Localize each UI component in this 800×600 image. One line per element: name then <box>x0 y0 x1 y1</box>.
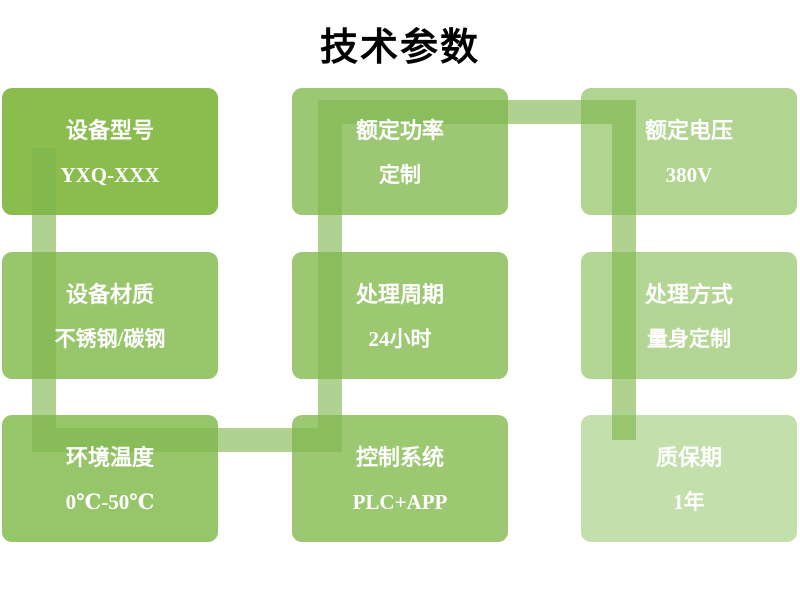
card-processing-cycle: 处理周期 24小时 <box>292 252 508 379</box>
card-ambient-temperature: 环境温度 0℃-50℃ <box>2 415 218 542</box>
card-value: 不锈钢/碳钢 <box>54 327 166 351</box>
card-label: 质保期 <box>655 445 722 470</box>
snake-connector-left-vertical <box>32 148 56 428</box>
card-value: PLC+APP <box>352 490 448 514</box>
snake-connector-bottom-horizontal <box>32 428 342 452</box>
card-rated-voltage: 额定电压 380V <box>581 88 797 215</box>
card-label: 控制系统 <box>355 445 444 470</box>
slide-title: 技术参数 <box>319 27 480 69</box>
card-warranty-period: 质保期 1年 <box>581 415 797 542</box>
card-processing-method: 处理方式 量身定制 <box>581 252 797 379</box>
card-label: 环境温度 <box>65 445 154 470</box>
card-value: 0℃-50℃ <box>65 490 155 514</box>
card-label: 处理方式 <box>644 282 733 307</box>
card-device-model: 设备型号 YXQ-XXX <box>2 88 218 215</box>
card-device-material: 设备材质 不锈钢/碳钢 <box>2 252 218 379</box>
card-value: 量身定制 <box>647 327 731 351</box>
card-value: YXQ-XXX <box>60 163 160 187</box>
card-label: 额定功率 <box>355 118 444 143</box>
card-label: 额定电压 <box>644 118 733 143</box>
card-value: 380V <box>665 163 713 187</box>
card-rated-power: 额定功率 定制 <box>292 88 508 215</box>
card-value: 1年 <box>673 490 705 514</box>
card-control-system: 控制系统 PLC+APP <box>292 415 508 542</box>
card-label: 设备材质 <box>65 282 154 307</box>
snake-connector-top-horizontal <box>318 100 636 124</box>
card-value: 24小时 <box>368 327 432 351</box>
snake-connector-middle-vertical <box>318 124 342 428</box>
snake-connector-right-vertical <box>612 124 636 440</box>
card-value: 定制 <box>379 163 421 187</box>
card-label: 处理周期 <box>355 282 444 307</box>
card-label: 设备型号 <box>65 118 154 143</box>
